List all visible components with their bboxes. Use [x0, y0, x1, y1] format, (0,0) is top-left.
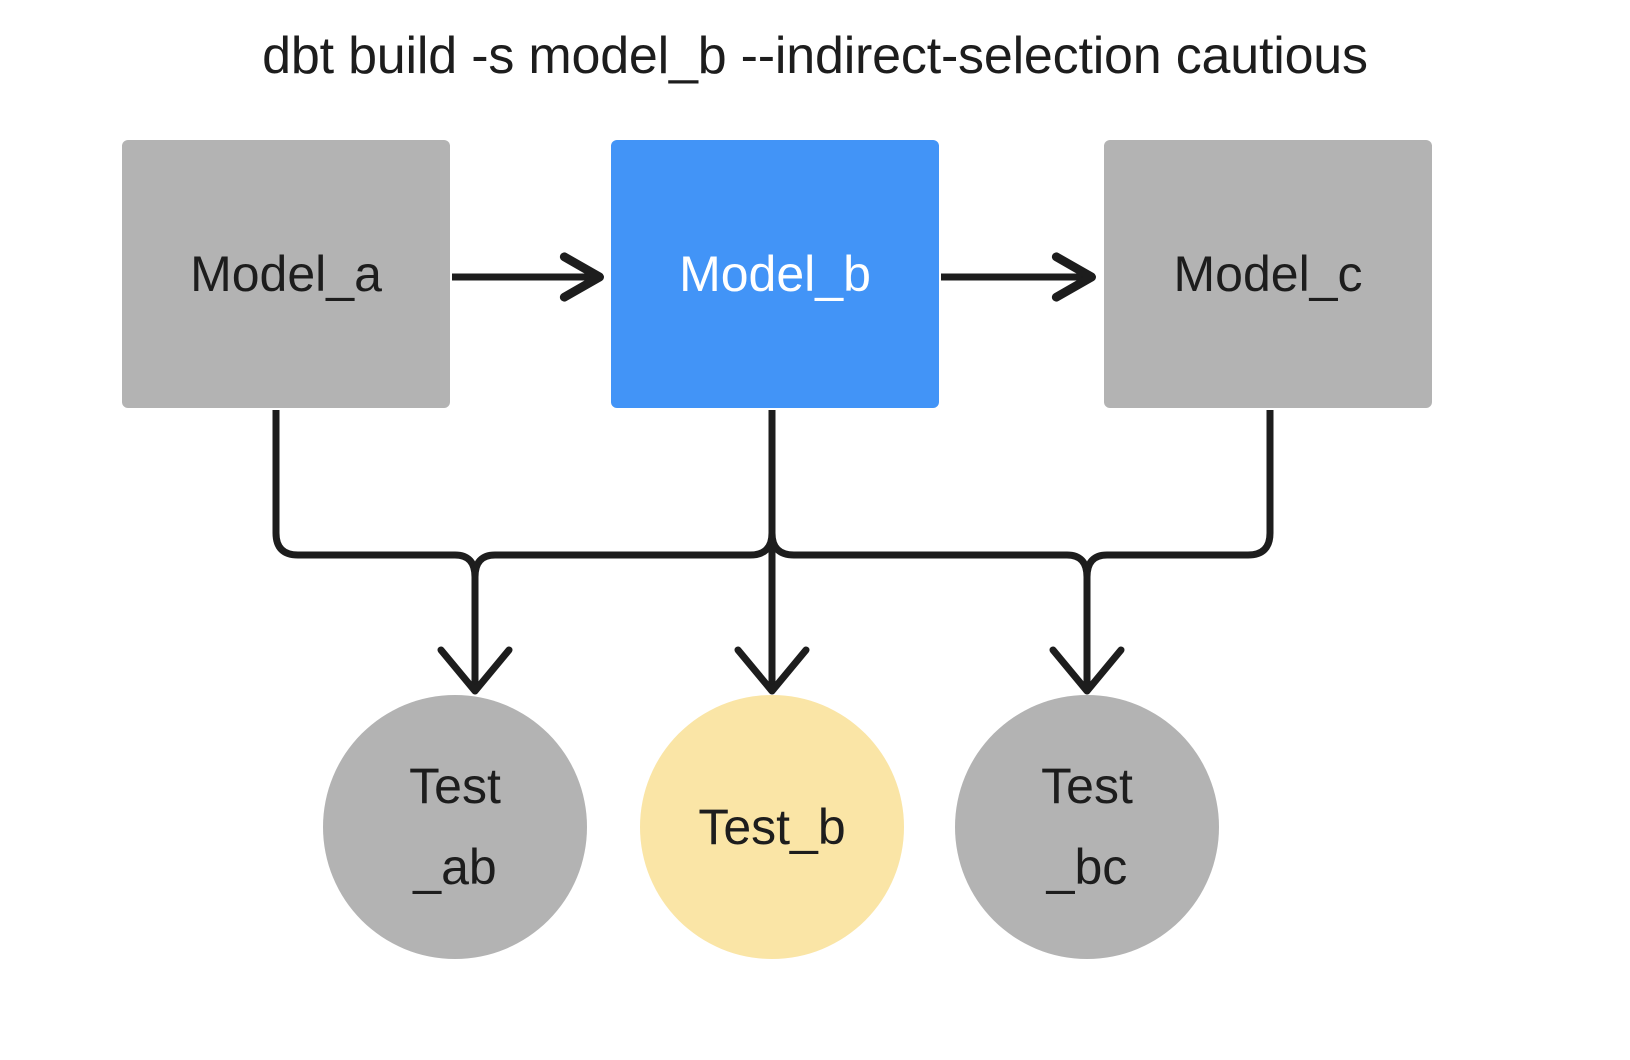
edge-model-b-to-test-b — [734, 410, 810, 695]
edge-trunk-test-ab — [437, 551, 513, 695]
node-test-b-label: Test_b — [698, 798, 846, 855]
node-test-ab[interactable]: Test _ab — [323, 695, 587, 959]
node-model-a-label: Model_a — [190, 245, 382, 302]
node-test-bc[interactable]: Test _bc — [955, 695, 1219, 959]
diagram-title: dbt build -s model_b --indirect-selectio… — [262, 27, 1368, 85]
node-model-b-label: Model_b — [679, 245, 871, 302]
edge-model-a-to-test-ab — [272, 410, 455, 559]
node-model-c[interactable]: Model_c — [1104, 140, 1432, 408]
edge-model-b-to-test-ab — [495, 410, 776, 559]
node-test-bc-label: Test _bc — [1041, 758, 1133, 895]
node-test-ab-label: Test _ab — [409, 758, 501, 895]
edge-model-b-to-test-bc — [768, 532, 1067, 559]
node-test-b[interactable]: Test_b — [640, 695, 904, 959]
node-model-c-label: Model_c — [1173, 245, 1363, 302]
edge-trunk-test-bc — [1049, 551, 1125, 695]
node-model-a[interactable]: Model_a — [122, 140, 450, 408]
node-model-b[interactable]: Model_b — [611, 140, 939, 408]
edge-model-c-to-test-bc — [1107, 410, 1274, 559]
